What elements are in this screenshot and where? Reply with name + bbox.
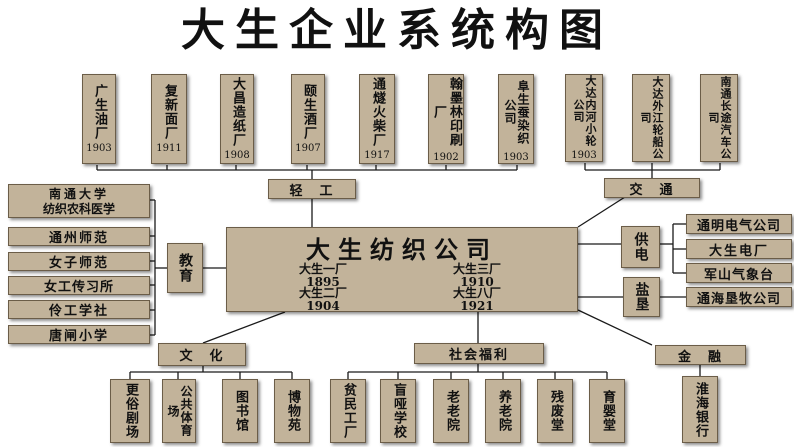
culture-item-1: 更俗剧场	[110, 379, 150, 443]
culture-item-4: 博物苑	[274, 379, 310, 443]
education-item-3: 女子师范	[8, 252, 150, 271]
welfare-item-3: 老老院	[433, 379, 469, 443]
transport-label: 交 通	[604, 178, 700, 198]
education-item-6: 唐闸小学	[8, 325, 150, 344]
power-item-2: 大生电厂	[686, 239, 792, 259]
welfare-label: 社会福利	[414, 343, 544, 364]
welfare-item-2: 盲哑学校	[380, 379, 416, 443]
finance-label: 金 融	[655, 345, 746, 365]
transport-item-3: 南通长途汽车公司	[700, 74, 738, 162]
reclamation-label: 盐垦	[623, 277, 660, 317]
power-label: 供电	[621, 226, 660, 268]
power-item-3: 军山气象台	[686, 263, 792, 283]
culture-item-2: 公共体育场	[162, 379, 196, 443]
education-item-4: 女工传习所	[8, 276, 150, 295]
light-industry-label: 轻 工	[268, 179, 356, 199]
welfare-item-1: 贫民工厂	[330, 379, 366, 443]
welfare-item-4: 养老院	[485, 379, 521, 443]
diagram-title: 大生企业系统构图	[181, 5, 613, 56]
welfare-item-6: 育婴堂	[589, 379, 625, 443]
culture-item-3: 图书馆	[222, 379, 258, 443]
power-item-1: 通明电气公司	[686, 214, 792, 234]
education-item-2: 通州师范	[8, 227, 150, 246]
education-item-1: 南通大学纺织农科医学	[8, 184, 150, 218]
finance-item-1: 淮海银行	[682, 376, 718, 443]
education-label: 教育	[167, 243, 203, 293]
transport-item-2: 大达外江轮船公司	[632, 74, 670, 162]
welfare-item-5: 残废堂	[537, 379, 573, 443]
culture-label: 文 化	[158, 343, 246, 366]
central-company-name: 大生纺织公司	[306, 235, 498, 264]
reclamation-item-1: 通海垦牧公司	[686, 287, 792, 307]
education-item-5: 伶工学社	[8, 300, 150, 319]
